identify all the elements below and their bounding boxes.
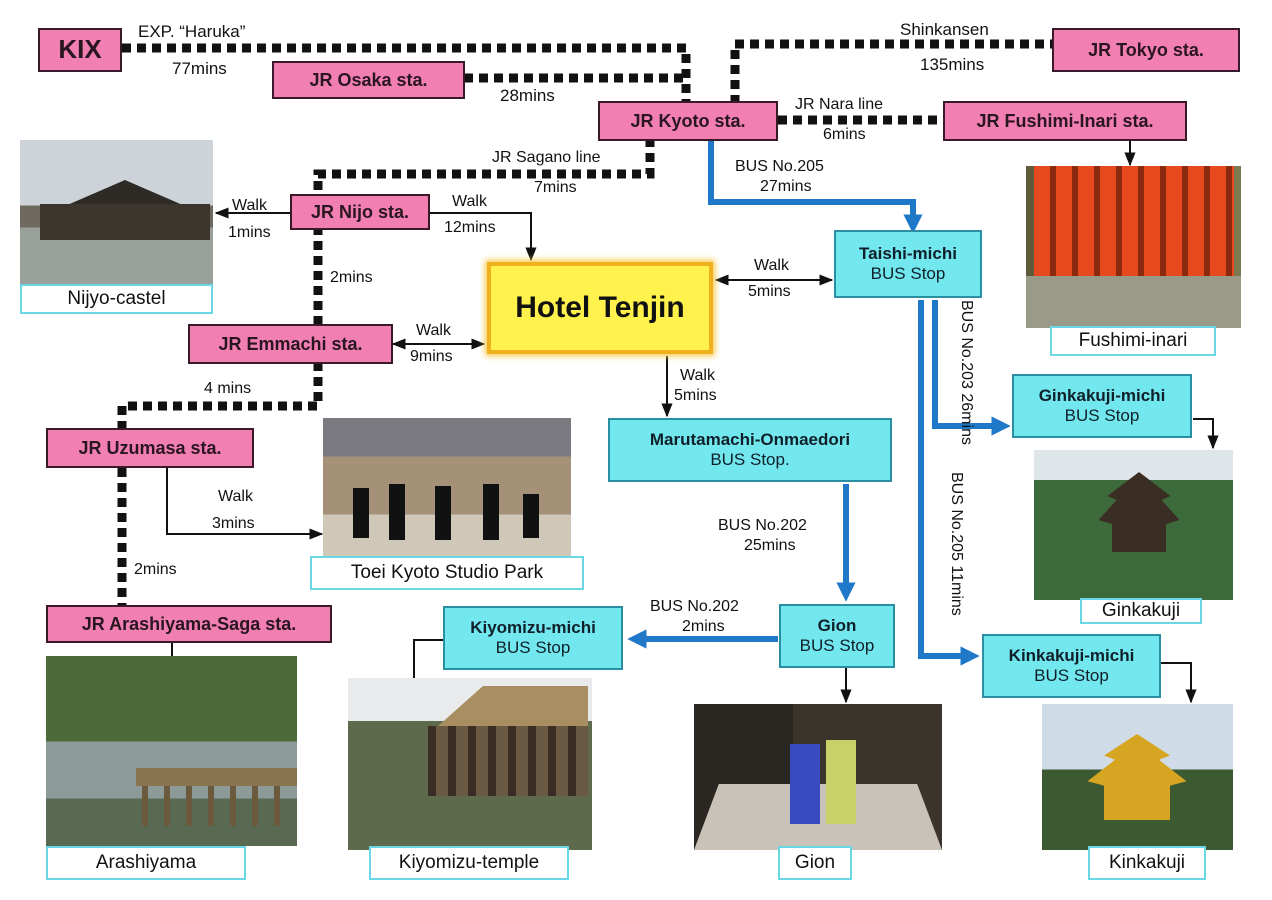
- label-walk-toei-line: Walk: [218, 488, 253, 505]
- bus-kyoto-taishi: [708, 140, 923, 234]
- caption-kiyomizu: Kiyomizu-temple: [369, 846, 569, 880]
- photo-kinkakuji: [1042, 704, 1233, 850]
- hotel-tenjin[interactable]: Hotel Tenjin: [487, 262, 713, 354]
- photo-nijo-castle: [20, 140, 213, 286]
- link-ginkaku-photo: [1193, 418, 1219, 450]
- caption-fushimi-inari: Fushimi-inari: [1050, 326, 1216, 356]
- station-kyoto[interactable]: JR Kyoto sta.: [598, 101, 778, 141]
- label-nara-line: JR Nara line: [795, 96, 884, 113]
- station-tokyo[interactable]: JR Tokyo sta.: [1052, 28, 1240, 72]
- caption-nijo-castle: Nijyo-castel: [20, 284, 213, 314]
- label-bus205-taishi-time: 27mins: [760, 178, 812, 195]
- label-walk-nijo-hotel-time: 12mins: [444, 219, 496, 236]
- label-bus202-gion-line: BUS No.202: [718, 517, 807, 534]
- label-osaka-kyoto-time: 28mins: [500, 86, 555, 105]
- label-shinkansen-time: 135mins: [920, 55, 985, 74]
- label-haruka-time: 77mins: [172, 59, 227, 78]
- label-walk-taishi-line: Walk: [754, 257, 789, 274]
- photo-toei-studio: [323, 418, 571, 556]
- label-walk-marutamachi-line: Walk: [680, 367, 715, 384]
- photo-arashiyama: [46, 656, 297, 846]
- station-uzumasa[interactable]: JR Uzumasa sta.: [46, 428, 254, 468]
- label-emmachi-uzumasa-time: 4 mins: [204, 380, 252, 397]
- station-kix[interactable]: KIX: [38, 28, 122, 72]
- walk-uzumasa-toei: [166, 468, 324, 540]
- label-walk-toei-time: 3mins: [212, 515, 255, 532]
- walk-nijo-hotel: [430, 212, 537, 262]
- label-bus205-taishi-line: BUS No.205: [735, 158, 824, 175]
- label-walk-marutamachi-time: 5mins: [674, 387, 717, 404]
- link-kinkaku-photo: [1161, 662, 1197, 704]
- caption-kinkakuji: Kinkakuji: [1088, 846, 1206, 880]
- photo-gion: [694, 704, 942, 850]
- rail-kyoto-tokyo: [730, 39, 1055, 104]
- station-osaka[interactable]: JR Osaka sta.: [272, 61, 465, 99]
- station-fushimi-inari[interactable]: JR Fushimi-Inari sta.: [943, 101, 1187, 141]
- label-haruka-line: EXP. “Haruka”: [138, 22, 246, 41]
- label-bus202-gion-time: 25mins: [744, 537, 796, 554]
- label-bus203-ginkakuji: BUS No.203 26mins: [958, 300, 975, 445]
- label-walk-castle-time: 1mins: [228, 224, 271, 241]
- label-walk-taishi-time: 5mins: [748, 283, 791, 300]
- bus-taishi-ginkakuji: [932, 300, 1011, 436]
- caption-ginkakuji: Ginkakuji: [1080, 598, 1202, 624]
- label-bus202-kiyomizu-time: 2mins: [682, 618, 725, 635]
- station-emmachi[interactable]: JR Emmachi sta.: [188, 324, 393, 364]
- label-walk-castle-line: Walk: [232, 197, 267, 214]
- label-bus202-kiyomizu-line: BUS No.202: [650, 598, 739, 615]
- label-walk-nijo-hotel-line: Walk: [452, 193, 487, 210]
- label-walk-emmachi-line: Walk: [416, 322, 451, 339]
- bus-taishi-kinkakuji: [918, 300, 980, 666]
- label-nijo-emmachi-time: 2mins: [330, 269, 373, 286]
- label-walk-emmachi-time: 9mins: [410, 348, 453, 365]
- label-nara-time: 6mins: [823, 126, 866, 143]
- rail-sagano: [313, 138, 655, 196]
- photo-fushimi-inari: [1026, 166, 1241, 328]
- photo-kiyomizu: [348, 678, 592, 850]
- caption-gion: Gion: [778, 846, 852, 880]
- label-uzumasa-arashiyama-time: 2mins: [134, 561, 177, 578]
- station-nijo[interactable]: JR Nijo sta.: [290, 194, 430, 230]
- caption-arashiyama: Arashiyama: [46, 846, 246, 880]
- label-shinkansen-line: Shinkansen: [900, 20, 989, 39]
- label-bus205-kinkakuji: BUS No.205 11mins: [948, 472, 965, 616]
- rail-emmachi-uzumasa: [117, 362, 323, 430]
- caption-toei-studio: Toei Kyoto Studio Park: [310, 556, 584, 590]
- station-arashiyama-saga[interactable]: JR Arashiyama-Saga sta.: [46, 605, 332, 643]
- label-sagano-line: JR Sagano line: [492, 149, 601, 166]
- rail-kix-kyoto: [122, 43, 691, 106]
- label-sagano-time: 7mins: [534, 179, 577, 196]
- photo-ginkakuji: [1034, 450, 1233, 600]
